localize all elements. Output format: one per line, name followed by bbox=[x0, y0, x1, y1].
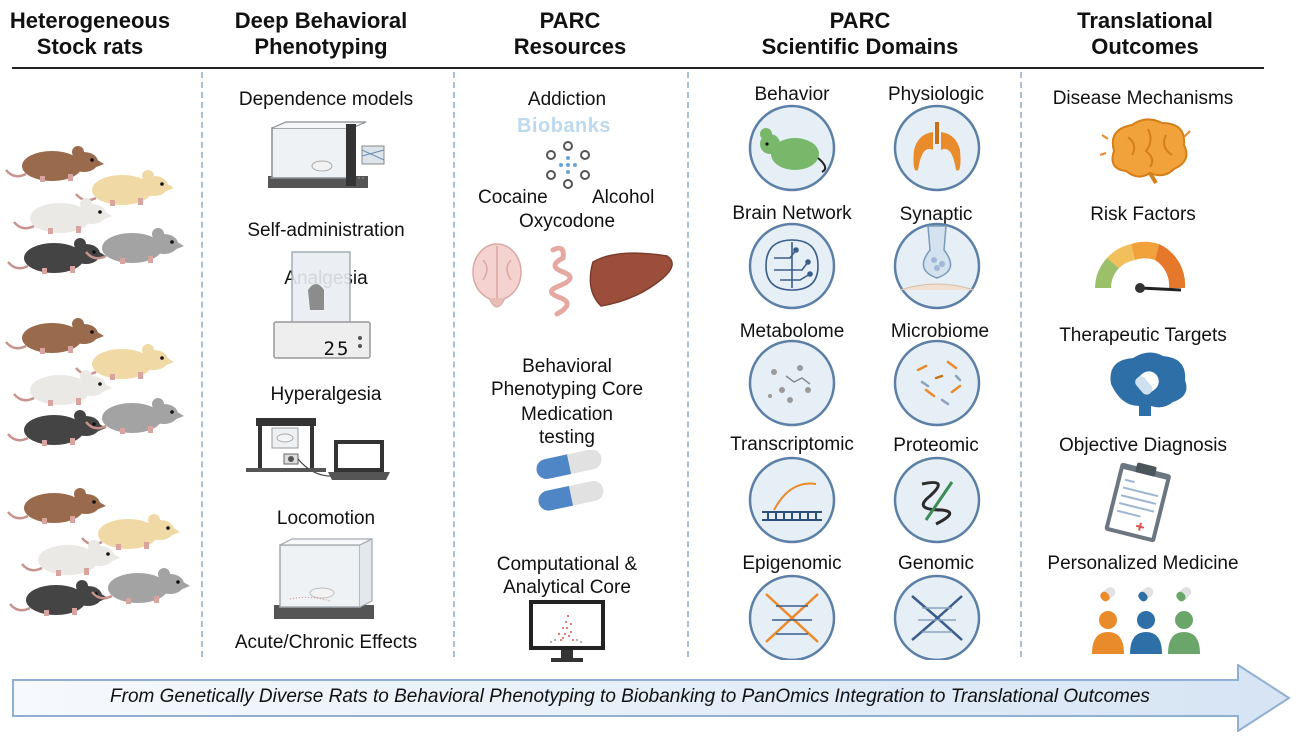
rat-gray-icon bbox=[84, 396, 186, 436]
liver-tissue-icon bbox=[589, 252, 673, 307]
risk-gauge-icon bbox=[1095, 241, 1186, 293]
label-risk-factors: Risk Factors bbox=[1090, 204, 1196, 225]
column-separator bbox=[687, 72, 689, 657]
label-brain-network: Brain Network bbox=[732, 203, 852, 224]
label-computational-analytical-core: Computational & Analytical Core bbox=[496, 554, 638, 598]
domain-icons bbox=[748, 104, 981, 660]
header-rule bbox=[12, 67, 1264, 69]
label-oxycodone: Oxycodone bbox=[518, 211, 616, 232]
rat-white-icon bbox=[20, 538, 122, 578]
label-medication-testing: Medication testing bbox=[521, 404, 613, 448]
synapse-icon bbox=[899, 225, 975, 291]
column-separator bbox=[1020, 72, 1022, 657]
label-dependence-models: Dependence models bbox=[238, 89, 414, 110]
person-green-icon bbox=[1168, 587, 1200, 654]
label-acute-chronic-effects: Acute/Chronic Effects bbox=[234, 632, 418, 653]
biobank-network-icon bbox=[546, 141, 590, 189]
metabolome-icon bbox=[768, 365, 811, 403]
header-parc-resources: PARC Resources bbox=[470, 8, 670, 60]
label-personalized-medicine: Personalized Medicine bbox=[1047, 553, 1239, 574]
hot-plate-display: 25 bbox=[323, 338, 351, 360]
label-proteomic: Proteomic bbox=[893, 435, 979, 456]
label-metabolome: Metabolome bbox=[739, 321, 845, 342]
label-self-administration: Self-administration bbox=[247, 220, 405, 241]
microbiome-icon bbox=[916, 360, 962, 406]
hyperalgesia-setup-icon bbox=[246, 418, 390, 480]
label-microbiome: Microbiome bbox=[890, 321, 990, 342]
capsules-icon bbox=[536, 450, 604, 511]
header-line: PARC Resources bbox=[513, 8, 627, 59]
label-therapeutic-targets: Therapeutic Targets bbox=[1059, 325, 1227, 346]
column-separator bbox=[201, 72, 203, 657]
label-hyperalgesia: Hyperalgesia bbox=[270, 384, 382, 405]
rat-cluster-1 bbox=[4, 144, 186, 276]
intestine-tissue-icon bbox=[549, 245, 573, 317]
rat-brown-icon bbox=[4, 144, 106, 184]
rat-white-icon bbox=[12, 368, 114, 408]
brain-network-icon bbox=[765, 239, 819, 291]
rat-group-icons bbox=[4, 144, 190, 618]
rat-cluster-2 bbox=[4, 316, 186, 448]
transcriptomic-icon bbox=[762, 482, 822, 521]
label-physiologic: Physiologic bbox=[887, 84, 985, 105]
rat-white-icon bbox=[12, 196, 114, 236]
header-line: Translational Outcomes bbox=[1077, 8, 1213, 59]
label-epigenomic: Epigenomic bbox=[742, 553, 842, 574]
personalized-medicine-icon bbox=[1092, 587, 1200, 654]
header-translational-outcomes: Translational Outcomes bbox=[1040, 8, 1250, 60]
mouse-behavior-icon bbox=[760, 128, 827, 173]
lungs-physiologic-icon bbox=[913, 122, 961, 171]
rat-cluster-3 bbox=[6, 486, 190, 618]
rat-gray-icon bbox=[84, 226, 186, 266]
label-objective-diagnosis: Objective Diagnosis bbox=[1059, 435, 1227, 456]
header-line: Deep Behavioral Phenotyping bbox=[234, 8, 408, 59]
label-addiction: Addiction bbox=[527, 89, 607, 110]
label-behavior: Behavior bbox=[754, 84, 830, 105]
rat-dark-icon bbox=[8, 578, 110, 618]
rat-brown-icon bbox=[6, 486, 108, 526]
person-blue-icon bbox=[1130, 587, 1162, 654]
label-alcohol: Alcohol bbox=[592, 187, 655, 208]
proteomic-icon bbox=[921, 481, 954, 526]
flow-arrow bbox=[12, 664, 1291, 732]
tissue-organs-icon bbox=[472, 243, 673, 317]
header-parc-scientific-domains: PARC Scientific Domains bbox=[735, 8, 985, 60]
clipboard-diagnosis-icon bbox=[1104, 462, 1171, 543]
epigenomic-icon bbox=[765, 593, 819, 643]
flow-caption: From Genetically Diverse Rats to Behavio… bbox=[110, 686, 1150, 707]
brain-tissue-icon bbox=[472, 243, 522, 308]
label-cocaine: Cocaine bbox=[478, 187, 548, 208]
header-line: PARC Scientific Domains bbox=[761, 8, 959, 59]
rat-gray-icon bbox=[90, 566, 190, 606]
header-line: Heterogeneous Stock rats bbox=[9, 8, 171, 59]
label-transcriptomic: Transcriptomic bbox=[730, 434, 854, 455]
header-heterogeneous-stock-rats: Heterogeneous Stock rats bbox=[4, 8, 176, 60]
person-orange-icon bbox=[1092, 587, 1124, 654]
brain-disease-icon bbox=[1099, 118, 1191, 185]
brain-pill-icon bbox=[1110, 352, 1187, 416]
label-behavioral-phenotyping-core: Behavioral Phenotyping Core bbox=[490, 356, 644, 400]
genomic-icon bbox=[911, 595, 963, 641]
label-synaptic: Synaptic bbox=[899, 204, 973, 225]
column-separator bbox=[453, 72, 455, 657]
label-locomotion: Locomotion bbox=[276, 508, 376, 529]
header-deep-behavioral-phenotyping: Deep Behavioral Phenotyping bbox=[210, 8, 432, 60]
rat-brown-icon bbox=[4, 316, 106, 356]
monitor-plot-icon bbox=[529, 600, 605, 662]
label-genomic: Genomic bbox=[897, 553, 975, 574]
operant-chamber-icon bbox=[268, 121, 385, 188]
label-disease-mechanisms: Disease Mechanisms bbox=[1052, 88, 1234, 109]
hot-plate-icon bbox=[273, 251, 371, 359]
open-field-icon bbox=[274, 538, 374, 619]
biobanks-title: Biobanks bbox=[517, 115, 612, 137]
